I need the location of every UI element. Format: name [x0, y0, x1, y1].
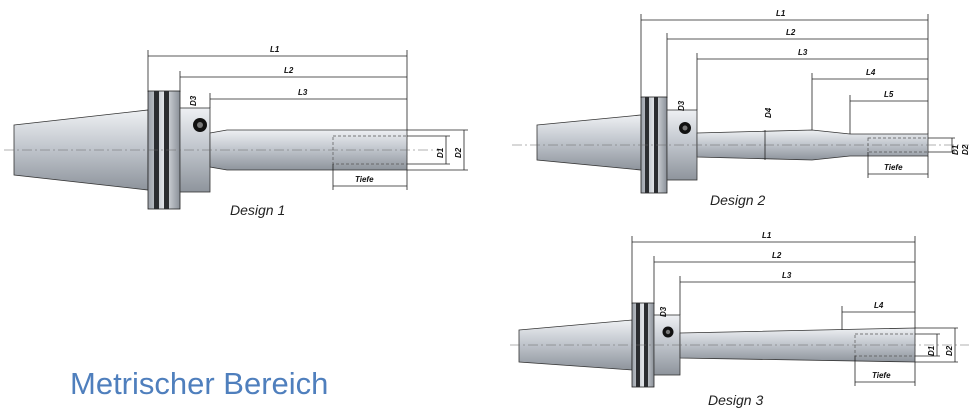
design-3-label-l4: L4 [874, 301, 884, 310]
design-3-label-l2: L2 [772, 251, 782, 260]
design-1-label-l1: L1 [270, 45, 280, 54]
design-2-caption: Design 2 [710, 192, 766, 208]
design-1-label-l3: L3 [298, 88, 308, 97]
design-2-label-l3: L3 [798, 48, 808, 57]
design-1-caption: Design 1 [230, 202, 286, 218]
page-title: Metrischer Bereich [70, 366, 329, 401]
design-2-dimensions: L1 L2 L3 L4 L5 D4 D3 D1 D2 Tiefe [640, 9, 969, 178]
design-3-label-d3: D3 [659, 306, 668, 317]
design-1-label-tiefe: Tiefe [355, 175, 374, 184]
design-3-label-l1: L1 [762, 231, 772, 240]
design-3-dimensions: L1 L2 L3 L4 D3 D1 D2 Tiefe [631, 231, 958, 386]
design-2-label-l4: L4 [866, 68, 876, 77]
design-1-label-l2: L2 [284, 66, 294, 75]
design-3-label-l3: L3 [782, 271, 792, 280]
design-2-label-d3: D3 [677, 100, 686, 111]
design-2-label-d4: D4 [764, 107, 773, 118]
design-3-tool [518, 302, 916, 388]
design-2-label-d2: D2 [961, 144, 969, 155]
design-1-label-d2: D2 [454, 147, 463, 158]
design-2-label-l5: L5 [884, 90, 894, 99]
design-3-caption: Design 3 [708, 392, 764, 408]
design-2-label-l2: L2 [786, 28, 796, 37]
design-1-dimensions: L1 L2 L3 D3 D1 D2 Tiefe [147, 45, 468, 190]
design-2-label-tiefe: Tiefe [884, 163, 903, 172]
design-2-label-l1: L1 [776, 9, 786, 18]
design-3-label-tiefe: Tiefe [872, 371, 891, 380]
design-3-label-d2: D2 [945, 345, 954, 356]
design-3-label-d1: D1 [927, 345, 936, 356]
design-1-label-d3: D3 [189, 95, 198, 106]
design-1-label-d1: D1 [436, 147, 445, 158]
design-2-label-d1: D1 [951, 144, 960, 155]
